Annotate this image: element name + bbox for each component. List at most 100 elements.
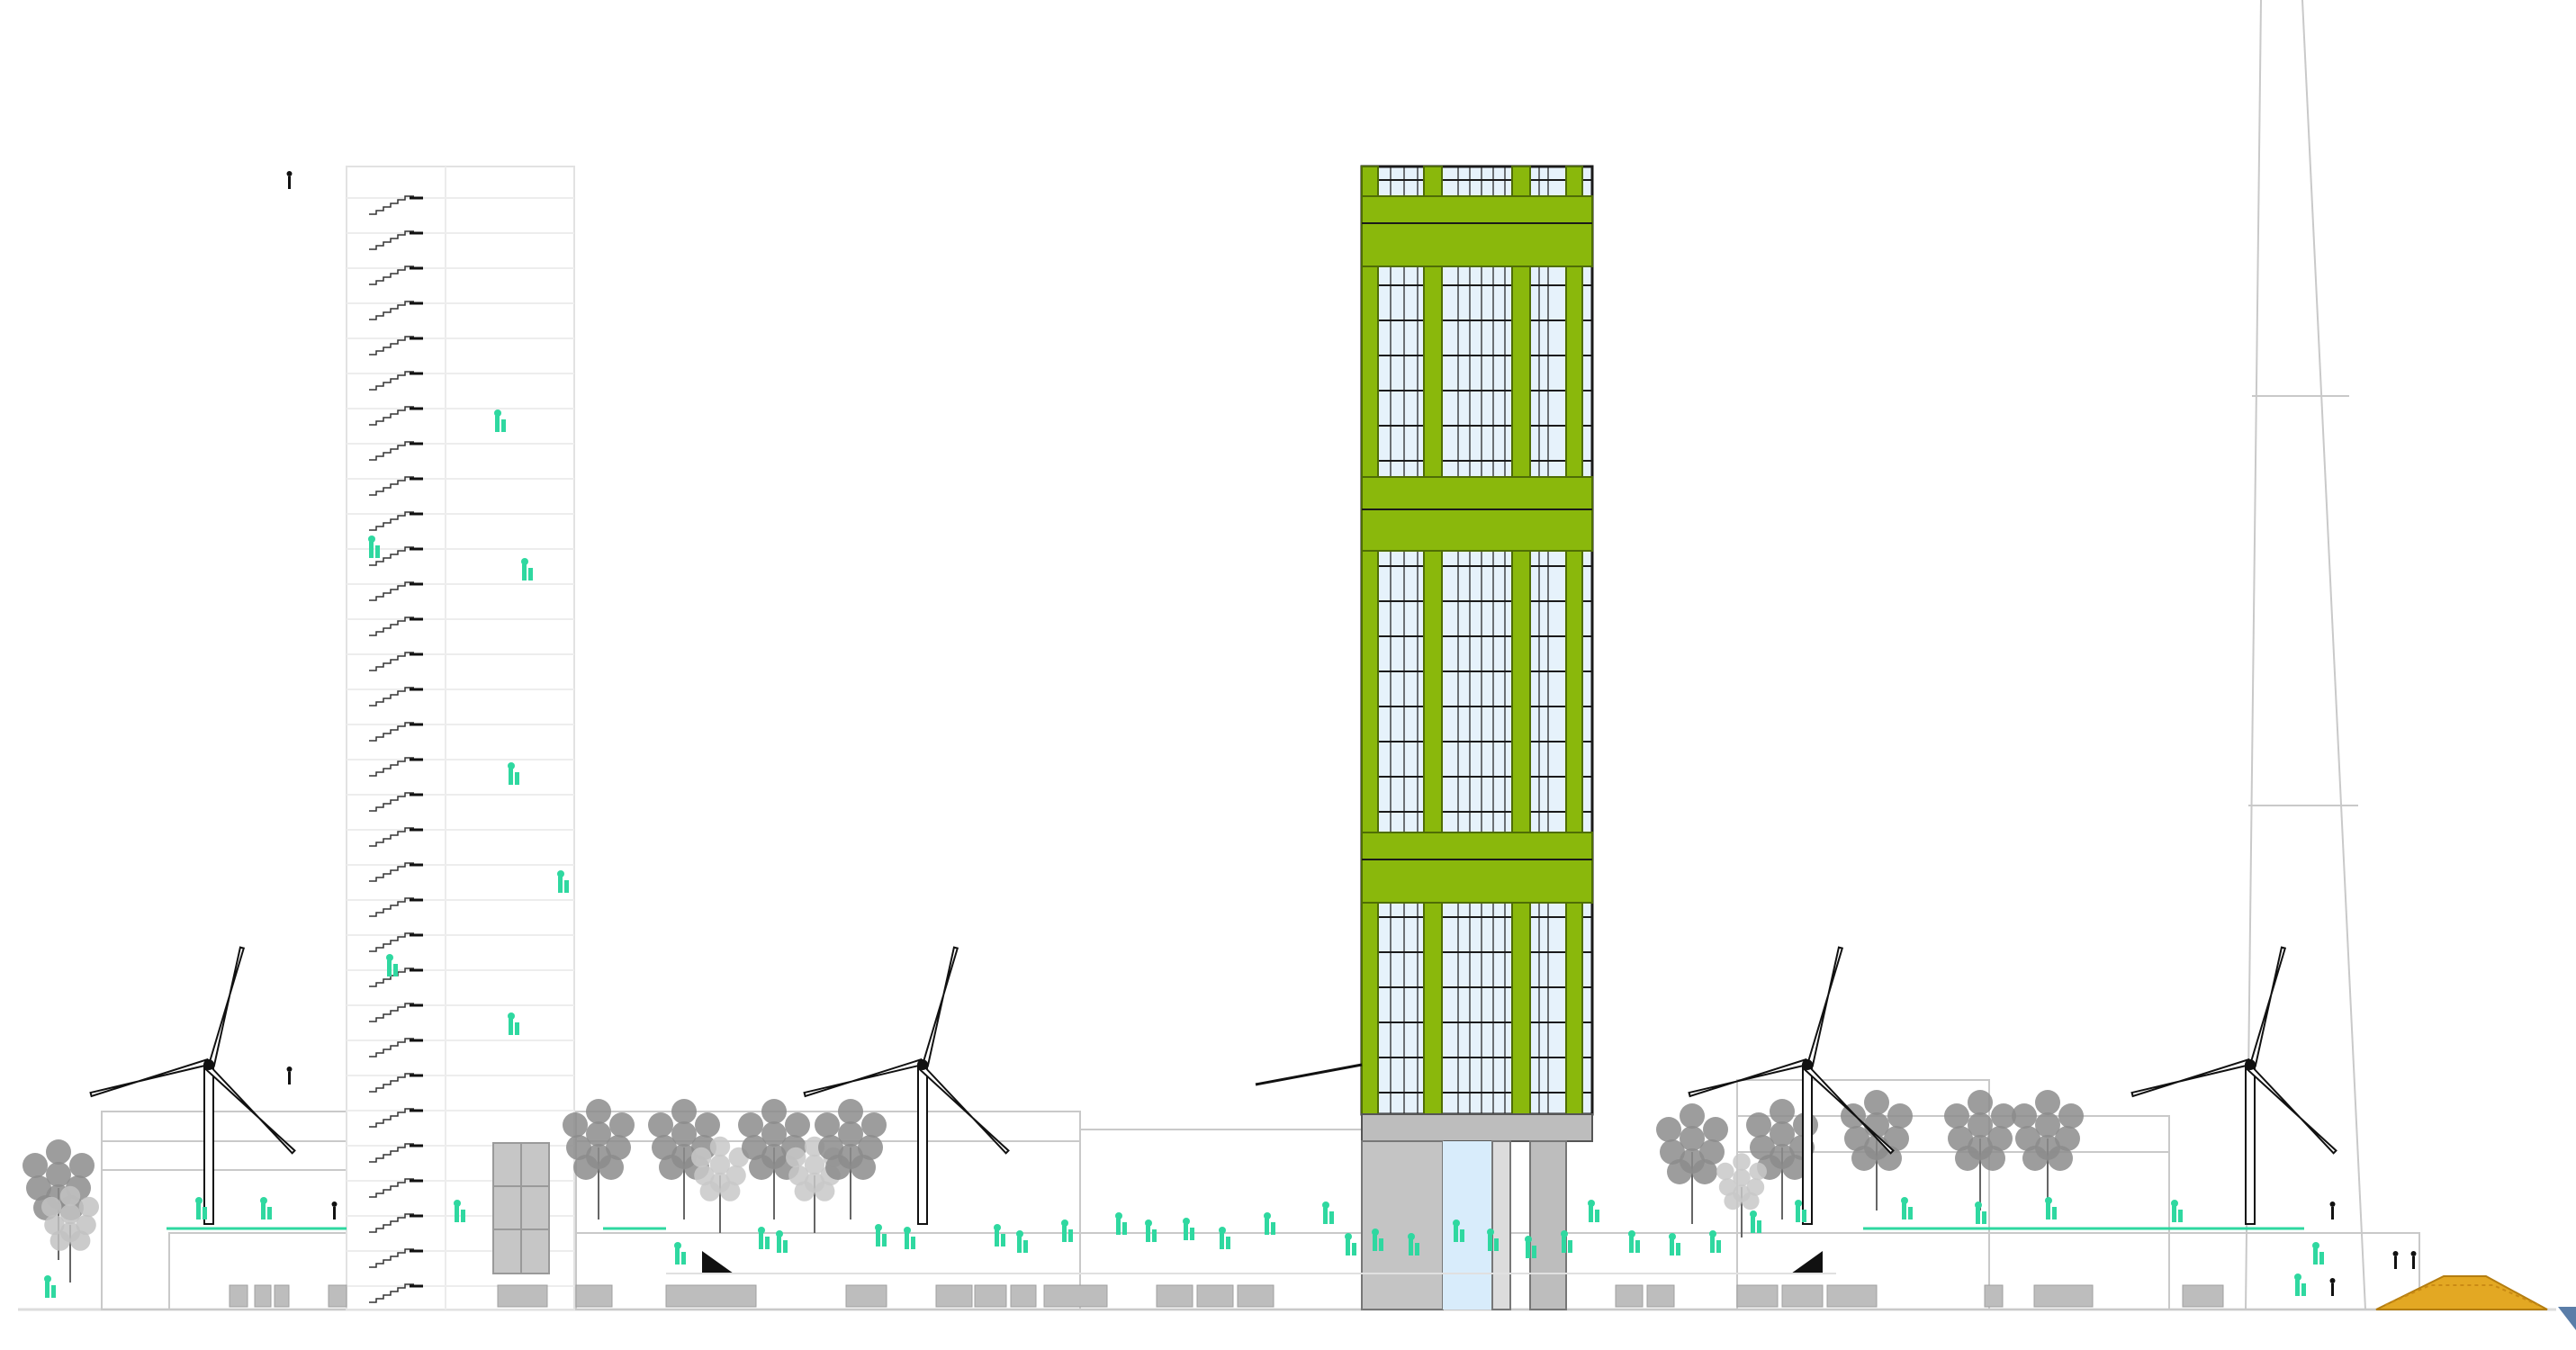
stair-flight <box>369 1003 414 1022</box>
podium-window <box>1615 1284 1644 1308</box>
person-figure <box>288 1072 291 1084</box>
stair-flight <box>369 195 414 215</box>
person-figure <box>2394 1256 2397 1269</box>
podium-window <box>575 1284 613 1308</box>
tower-green-column <box>1423 166 1443 1115</box>
podium-window <box>1237 1284 1274 1308</box>
stair-flight <box>369 616 414 636</box>
person-figure <box>2331 1283 2334 1296</box>
tree <box>2012 1090 2084 1210</box>
podium-window <box>254 1284 272 1308</box>
stair-flight <box>369 1143 414 1163</box>
distant-tower-outline <box>2245 0 2366 1310</box>
tower-green-band <box>1361 476 1593 552</box>
podium-window <box>1826 1284 1878 1308</box>
tree <box>563 1099 635 1220</box>
plant-figure <box>1061 1220 1073 1242</box>
stair-flight <box>369 1248 414 1268</box>
tree <box>1656 1103 1728 1224</box>
podium-window <box>1984 1284 2004 1308</box>
wind-turbine <box>1688 946 1895 1225</box>
stair-flight <box>369 687 414 706</box>
tree <box>1716 1153 1767 1238</box>
podium-window <box>1156 1284 1193 1308</box>
podium-window <box>1781 1284 1824 1308</box>
plant-figure <box>994 1224 1005 1246</box>
plant-figure <box>260 1197 272 1220</box>
plant-figure <box>2171 1200 2183 1222</box>
stair-flight <box>369 476 414 496</box>
wind-turbine <box>803 946 1010 1225</box>
plant-figure <box>1115 1212 1127 1235</box>
plant-figure <box>1264 1212 1275 1235</box>
plant-figure <box>557 870 569 893</box>
plant-figure <box>1750 1210 1761 1233</box>
plant-figure <box>494 410 506 432</box>
tower-green-band <box>1361 195 1593 267</box>
podium-window <box>845 1284 887 1308</box>
podium-window <box>328 1284 347 1308</box>
podium-window <box>1043 1284 1108 1308</box>
stair-flight <box>369 968 414 987</box>
podium-window <box>1010 1284 1037 1308</box>
stair-flight <box>369 546 414 566</box>
tower-green-band <box>1361 832 1593 904</box>
plant-figure <box>1525 1236 1536 1258</box>
plant-figure <box>508 1012 519 1035</box>
person-figure <box>333 1207 336 1220</box>
plant-figure <box>776 1230 788 1253</box>
plant-figure <box>1975 1202 1986 1224</box>
plant-figure <box>1561 1230 1572 1253</box>
trees <box>23 1090 2084 1282</box>
person-figure <box>288 176 291 189</box>
stair-flight <box>369 1073 414 1093</box>
plant-figure <box>1408 1233 1419 1256</box>
plant-figure <box>1487 1228 1499 1251</box>
plant-figure <box>1453 1220 1464 1242</box>
plant-figure <box>44 1275 56 1298</box>
stair-flight <box>369 406 414 426</box>
stair-flight <box>369 1038 414 1058</box>
stair-flight <box>369 827 414 847</box>
podium-window <box>1736 1284 1779 1308</box>
stair-flight <box>369 1283 414 1303</box>
stair-flight <box>369 371 414 391</box>
plant-figure <box>508 762 519 785</box>
podium-window <box>2182 1284 2224 1308</box>
tree <box>815 1099 887 1220</box>
plant-figure <box>904 1227 915 1249</box>
plant-figure <box>2045 1197 2057 1220</box>
podium-window <box>974 1284 1007 1308</box>
podium-window <box>274 1284 290 1308</box>
plant-figure <box>454 1200 465 1222</box>
plant-figure <box>1372 1228 1383 1251</box>
stair-flight <box>369 862 414 882</box>
landscape-platforms <box>167 1227 2304 1274</box>
stair-flight <box>369 1213 414 1233</box>
plant-figure <box>1628 1230 1640 1253</box>
plant-figure <box>368 536 380 558</box>
wind-turbines <box>89 946 2337 1225</box>
stair-flight <box>369 722 414 742</box>
plant-figure <box>2312 1242 2324 1264</box>
plant-figure <box>1183 1218 1194 1240</box>
tower-green-column <box>1511 166 1531 1115</box>
tree <box>41 1185 100 1282</box>
stair-flight <box>369 266 414 285</box>
stair-flight <box>369 301 414 320</box>
stair-flight <box>369 230 414 250</box>
stair-flight <box>369 757 414 777</box>
plant-figure <box>1588 1200 1599 1222</box>
stair-flight <box>369 792 414 812</box>
stair-flight <box>369 897 414 917</box>
person-figure <box>2331 1207 2334 1220</box>
podium-window <box>1196 1284 1234 1308</box>
podium-window <box>665 1284 757 1308</box>
tower-green-column <box>1565 166 1583 1115</box>
podium-window <box>1646 1284 1675 1308</box>
tower-green-column <box>1361 166 1379 1115</box>
stair-flight <box>369 1178 414 1198</box>
podium-windows <box>229 1284 2224 1308</box>
yellow-roof-mound <box>2375 1275 2548 1310</box>
